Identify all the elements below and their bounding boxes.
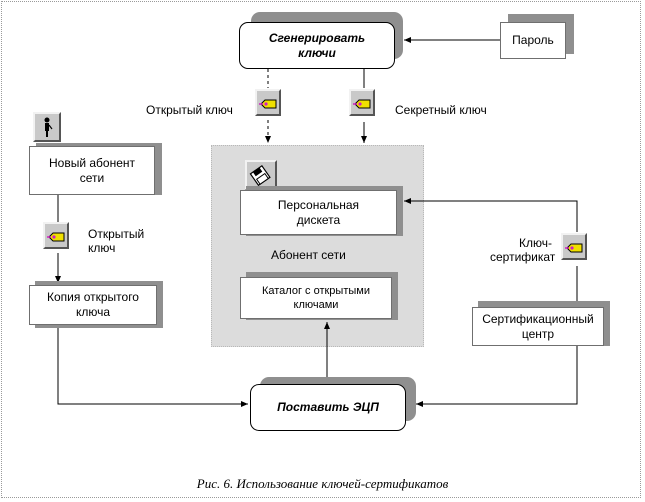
public-key-top-label: Открытый ключ (146, 103, 233, 117)
public-key-left-button (43, 222, 69, 249)
key-tag-icon (47, 232, 65, 242)
password-label: Пароль (512, 33, 554, 47)
secret-key-button (349, 89, 375, 116)
new-subscriber-box: Новый абонент сети (29, 146, 155, 195)
generate-keys-box: Сгенерировать ключи (239, 22, 395, 69)
sign-label: Поставить ЭЦП (277, 400, 379, 414)
subscriber-label: Абонент сети (271, 248, 346, 262)
key-tag-icon (259, 99, 277, 109)
arrow-center-to-sign (416, 346, 578, 407)
arrow-key-cert-to-diskette (404, 198, 578, 232)
personal-diskette-label: Персональная дискета (277, 197, 360, 227)
key-certificate-label: Ключ-сертификат (490, 236, 556, 264)
key-tag-icon (353, 99, 371, 109)
arrow-copy-to-sign (57, 325, 248, 407)
person-icon (44, 117, 53, 137)
personal-diskette-box: Персональная дискета (240, 190, 397, 235)
new-subscriber-label: Новый абонент сети (48, 155, 136, 185)
figure-caption: Рис. 6. Использование ключей-сертификато… (196, 476, 449, 491)
diskette-button (245, 160, 277, 190)
public-key-copy-label: Копия открытого ключа (47, 290, 139, 319)
password-box: Пароль (500, 22, 566, 59)
sign-box: Поставить ЭЦП (250, 384, 406, 431)
public-key-copy-box: Копия открытого ключа (29, 285, 157, 325)
diskette-icon (249, 164, 271, 187)
catalog-box: Каталог с открытыми ключами (240, 277, 392, 319)
secret-key-label: Секретный ключ (395, 103, 487, 117)
key-tag-icon (565, 243, 583, 253)
catalog-label: Каталог с открытыми ключами (261, 285, 370, 311)
public-key-top-button (255, 89, 281, 116)
key-certificate-button (561, 233, 587, 260)
generate-keys-label: Сгенерировать ключи (268, 30, 366, 60)
public-key-left-label: Открытый ключ (88, 227, 145, 255)
certification-center-label: Сертификационный центр (482, 311, 594, 341)
certification-center-box: Сертификационный центр (472, 307, 604, 346)
person-button (33, 112, 61, 142)
